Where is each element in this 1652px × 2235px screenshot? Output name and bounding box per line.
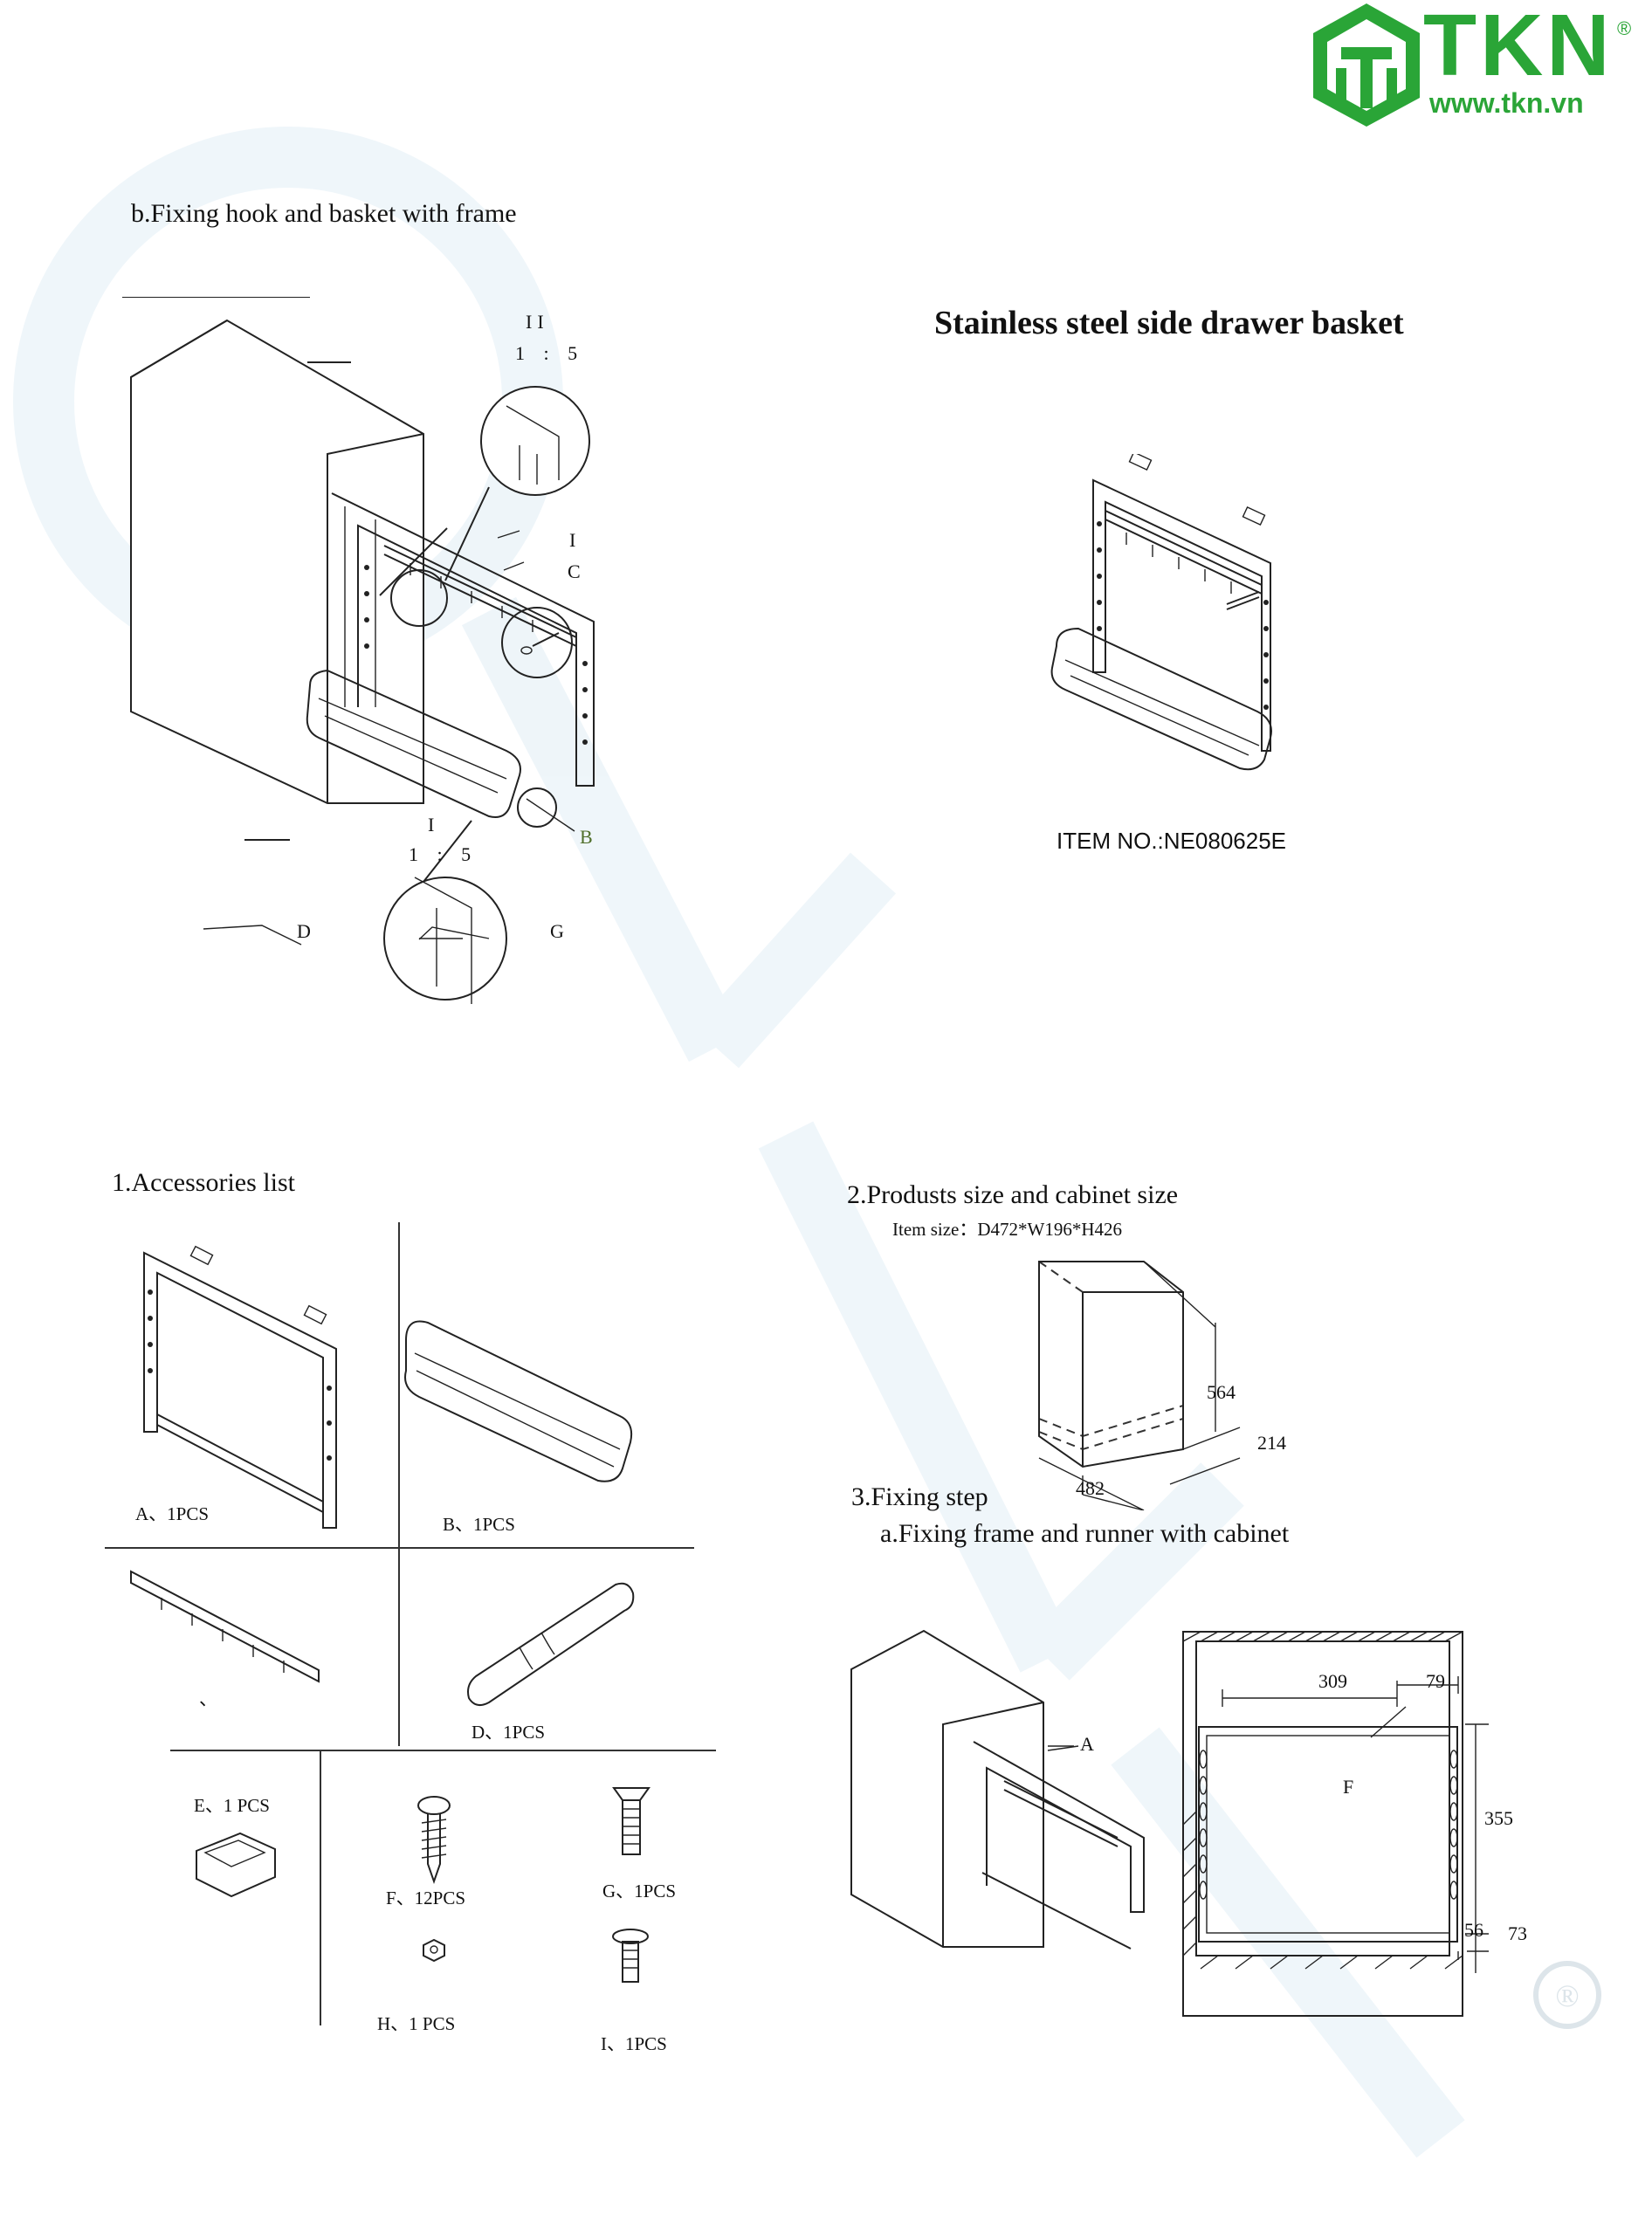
dim-56: 56 [1464,1919,1483,1941]
part-f-screw [417,1796,451,1885]
part-b-basket [404,1320,633,1482]
dim-width: 214 [1257,1432,1286,1454]
brand-logo: TKN ® www.tkn.vn [1310,0,1652,131]
callout-g: G [550,920,564,942]
dim-73: 73 [1508,1922,1527,1944]
accessories-heading: 1.Accessories list [112,1168,295,1197]
accessories-grid [105,1222,716,2025]
part-c-label: 、 [199,1688,217,1709]
part-b-label: B、1PCS [443,1514,515,1535]
fixing-hook-heading: b.Fixing hook and basket with frame [131,199,517,228]
detail-ii-label: II [526,311,549,333]
callout-i: I [569,529,576,551]
cabinet-shape [130,319,424,804]
detail-ii-circle [480,386,590,496]
detail-i-scale: 1 : 5 [409,843,478,865]
item-size: Item size：D472*W196*H426 [892,1219,1123,1240]
brand-name: TKN [1423,0,1614,94]
part-e-cap [196,1832,276,1898]
part-h-nut [423,1938,445,1963]
product-illustration [1050,454,1272,771]
part-g-screw [612,1787,650,1855]
fixing-step-subheading: a.Fixing frame and runner with cabinet [880,1519,1290,1548]
dim-depth: 482 [1076,1477,1105,1499]
part-i-label: I、1PCS [601,2033,667,2054]
part-c-hook-bar [130,1570,320,1683]
item-number: ITEM NO.:NE080625E [1057,828,1286,854]
dim-79: 79 [1426,1670,1445,1692]
callout-c: C [568,560,581,582]
detail-i-label: I [428,814,435,836]
fixing-step-diagram [850,1629,1489,2017]
part-d-pin [467,1582,635,1707]
fixing-hook-diagram [122,297,595,1004]
dim-355: 355 [1484,1807,1513,1829]
step-cabinet [850,1629,1044,1948]
part-i-screw [612,1929,649,1983]
callout-d: D [297,920,311,942]
tkn-logo-icon [1313,3,1420,127]
part-g-label: G、1PCS [602,1881,677,1901]
size-diagram [1038,1261,1241,1510]
callout-a: A [1080,1733,1094,1755]
part-a-frame [143,1245,337,1529]
size-heading: 2.Produsts size and cabinet size [847,1180,1179,1209]
part-d-label: D、1PCS [472,1722,546,1743]
brand-registered-mark: ® [1617,17,1632,39]
fixing-step-heading: 3.Fixing step [851,1482,988,1511]
brand-website[interactable]: www.tkn.vn [1429,87,1584,119]
part-f-label: F、12PCS [386,1888,466,1908]
callout-b: B [580,826,593,848]
part-h-label: H、1 PCS [377,2013,456,2034]
page-title: Stainless steel side drawer basket [934,305,1404,341]
part-e-label: E、1 PCS [194,1795,270,1816]
dim-309: 309 [1318,1670,1347,1692]
detail-ii-scale: 1 : 5 [515,342,585,364]
svg-text:®: ® [1555,1978,1579,2013]
callout-f: F [1343,1776,1354,1798]
part-a-label: A、1PCS [135,1503,210,1524]
dim-height: 564 [1207,1381,1236,1403]
